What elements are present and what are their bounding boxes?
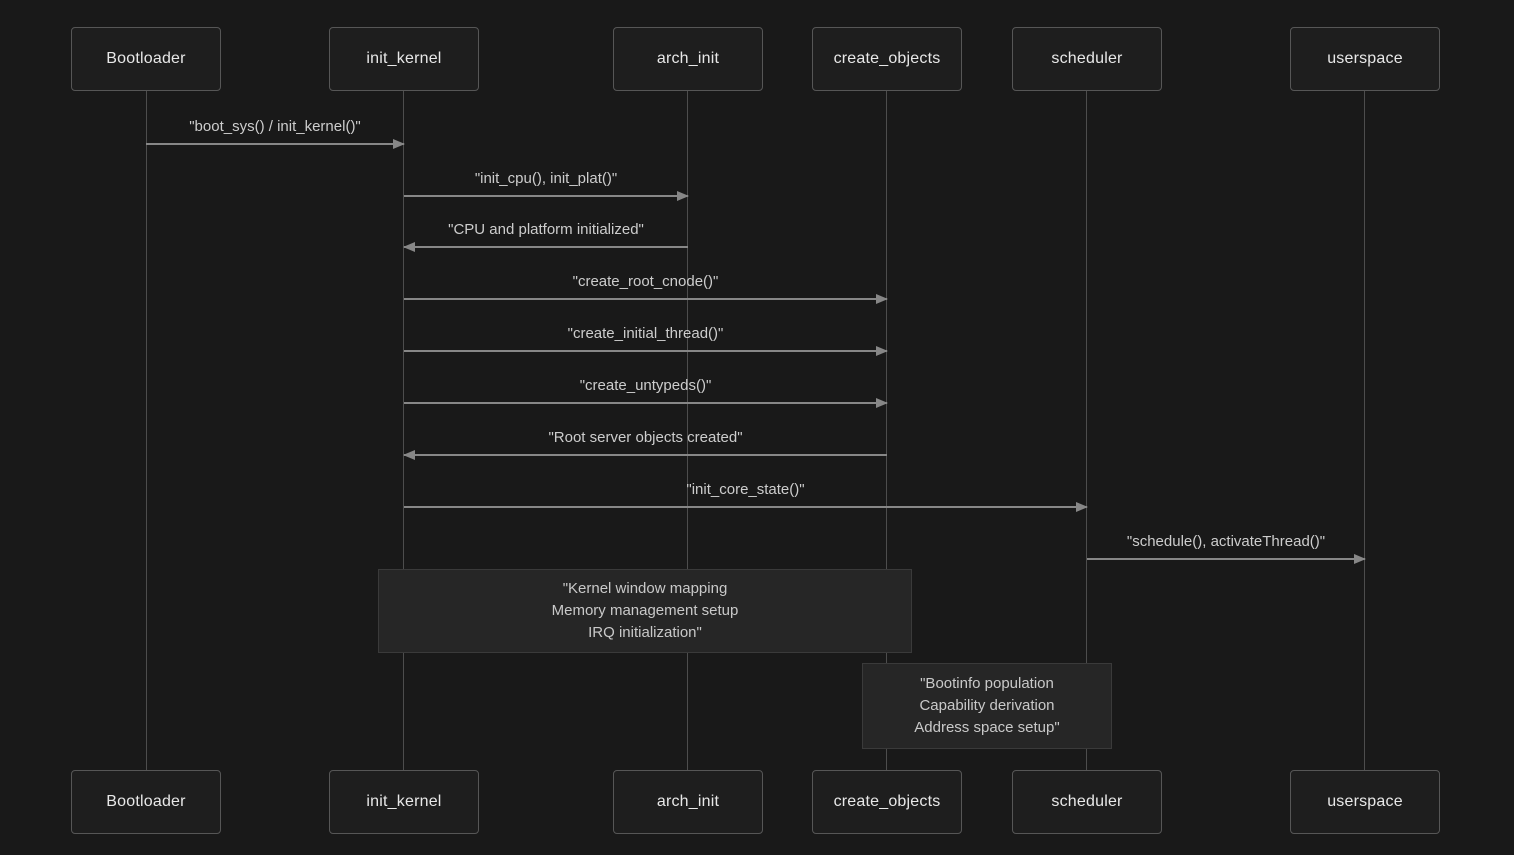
message-line [404,246,688,248]
message-label: "schedule(), activateThread()" [1126,533,1326,550]
lifeline-arch-init [687,91,688,770]
arrowhead-left-icon [403,241,415,252]
message-cpu-initialized: "CPU and platform initialized" [403,221,688,252]
arrowhead-right-icon [876,397,888,408]
message-line [404,350,887,352]
note-kernel-window: "Kernel window mapping Memory management… [378,569,912,653]
lifeline-userspace [1364,91,1365,770]
message-line [404,506,1087,508]
arrowhead-right-icon [876,345,888,356]
message-create-initial-thread: "create_initial_thread()" [404,325,888,356]
lifeline-bootloader [146,91,147,770]
message-line [1087,558,1365,560]
message-line [146,143,404,145]
note-line: "Kernel window mapping [562,580,728,597]
note-line: Memory management setup [551,602,739,619]
message-line [404,298,887,300]
message-label: "init_cpu(), init_plat()" [474,170,618,187]
participant-scheduler-top: scheduler [1012,27,1162,91]
participant-init-kernel-top: init_kernel [329,27,479,91]
message-line [404,402,887,404]
arrowhead-right-icon [393,138,405,149]
note-line: Capability derivation [919,697,1055,714]
message-label: "init_core_state()" [686,481,805,498]
message-line [404,454,887,456]
message-label: "create_initial_thread()" [567,325,724,342]
participant-init-kernel-bottom: init_kernel [329,770,479,834]
participant-scheduler-bottom: scheduler [1012,770,1162,834]
message-schedule: "schedule(), activateThread()" [1087,533,1366,564]
message-init-cpu: "init_cpu(), init_plat()" [404,170,689,201]
message-label: "boot_sys() / init_kernel()" [189,118,361,135]
message-create-root-cnode: "create_root_cnode()" [404,273,888,304]
lifeline-init-kernel [403,91,404,770]
participant-arch-init-bottom: arch_init [613,770,763,834]
participant-create-objects-bottom: create_objects [812,770,962,834]
message-label: "create_untypeds()" [579,377,712,394]
participant-bootloader-top: Bootloader [71,27,221,91]
lifeline-scheduler [1086,91,1087,770]
participant-arch-init-top: arch_init [613,27,763,91]
note-line: Address space setup" [914,719,1060,736]
arrowhead-left-icon [403,449,415,460]
note-line: "Bootinfo population [920,675,1054,692]
message-create-untypeds: "create_untypeds()" [404,377,888,408]
participant-userspace-bottom: userspace [1290,770,1440,834]
message-label: "CPU and platform initialized" [448,221,644,238]
participant-userspace-top: userspace [1290,27,1440,91]
participant-create-objects-top: create_objects [812,27,962,91]
arrowhead-right-icon [1354,553,1366,564]
note-bootinfo: "Bootinfo population Capability derivati… [862,663,1112,749]
arrowhead-right-icon [677,190,689,201]
arrowhead-right-icon [876,293,888,304]
message-label: "create_root_cnode()" [572,273,719,290]
message-boot-sys: "boot_sys() / init_kernel()" [146,118,405,149]
message-label: "Root server objects created" [548,429,743,446]
message-root-server-objects: "Root server objects created" [403,429,887,460]
note-line: IRQ initialization" [588,624,702,641]
arrowhead-right-icon [1076,501,1088,512]
participant-bootloader-bottom: Bootloader [71,770,221,834]
message-init-core-state: "init_core_state()" [404,481,1088,512]
message-line [404,195,688,197]
lifeline-create-objects [886,91,887,770]
